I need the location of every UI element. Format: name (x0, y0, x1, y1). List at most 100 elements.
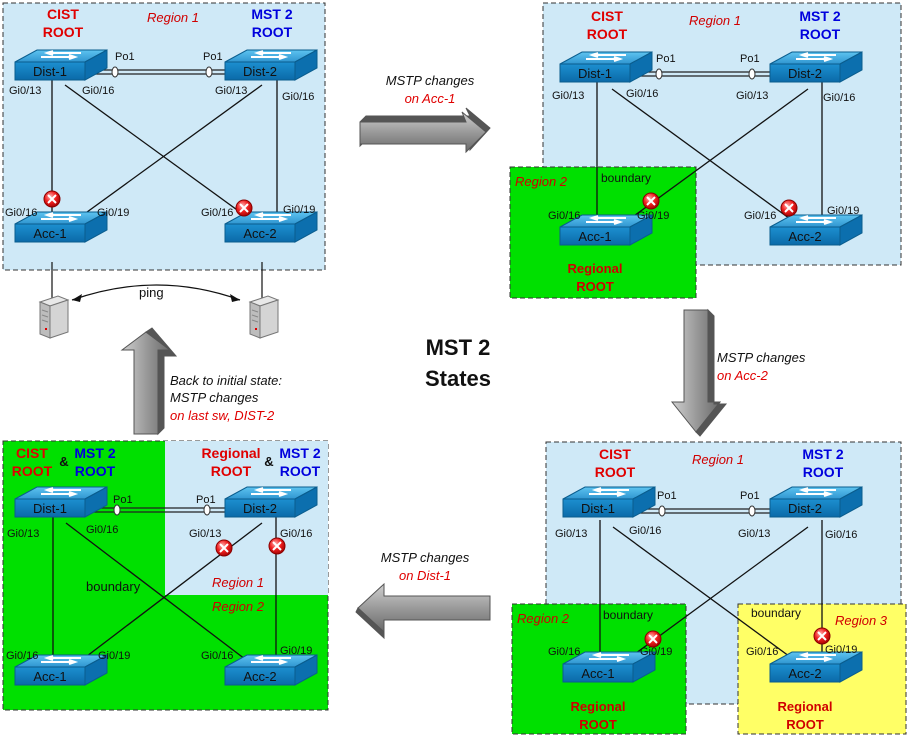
arrow-label: MSTP changes (717, 350, 806, 365)
port-label: Gi0/13 (7, 528, 39, 540)
switch-label: Acc-2 (243, 669, 276, 684)
region1-box-bl (165, 441, 328, 595)
switch-label: Dist-1 (578, 66, 612, 81)
port-label: Gi0/16 (629, 525, 661, 537)
switch-label: Acc-1 (578, 229, 611, 244)
switch-dist1: Dist-1 (559, 51, 653, 83)
port-label: Gi0/16 (744, 210, 776, 222)
switch-dist1: Dist-1 (562, 486, 656, 518)
switch-label: Acc-2 (788, 229, 821, 244)
switch-label: Dist-1 (581, 501, 615, 516)
port-label: Gi0/16 (626, 88, 658, 100)
switch-acc1: Acc-1 (559, 214, 653, 246)
arrow-label: on last sw, DIST-2 (170, 408, 275, 423)
port-label: Gi0/13 (9, 85, 41, 97)
blocked-port-icon (642, 192, 660, 210)
center-title: States (425, 366, 491, 391)
switch-label: Acc-1 (581, 666, 614, 681)
port-label: Po1 (203, 51, 223, 63)
regional-root-label: Regional (571, 699, 626, 714)
regional-root-label: Regional (201, 445, 260, 461)
port-label: Gi0/16 (280, 528, 312, 540)
port-label: Po1 (115, 51, 135, 63)
blocked-port-icon (43, 190, 61, 208)
blocked-port-icon (644, 630, 662, 648)
port-label: Gi0/13 (555, 528, 587, 540)
regional-root-label: ROOT (576, 279, 614, 294)
switch-acc1: Acc-1 (14, 654, 108, 686)
regional-root-label: ROOT (786, 717, 824, 732)
ping-arrow (71, 284, 241, 301)
switch-dist2: Dist-2 (769, 51, 863, 83)
port-label: Gi0/16 (548, 210, 580, 222)
arrow-label: on Acc-2 (717, 368, 769, 383)
server-icon (38, 295, 70, 339)
server-icon (248, 295, 280, 339)
port-label: Gi0/16 (823, 92, 855, 104)
region-label: Region 3 (835, 613, 888, 628)
blocked-port-icon (268, 537, 286, 555)
regional-root-label: Regional (568, 261, 623, 276)
root-label: ROOT (280, 463, 321, 479)
blocked-port-icon (235, 199, 253, 217)
switch-label: Acc-1 (33, 226, 66, 241)
port-label: Po1 (656, 53, 676, 65)
big-arrows (120, 107, 728, 640)
port-label: Po1 (657, 490, 677, 502)
root-label: ROOT (252, 24, 293, 40)
blocked-port-icon (780, 199, 798, 217)
amp-label: & (59, 454, 68, 469)
switch-label: Dist-2 (243, 64, 277, 79)
switch-acc2: Acc-2 (769, 214, 863, 246)
region-label: Region 2 (517, 611, 570, 626)
arrow-label: MSTP changes (170, 390, 259, 405)
boundary-label: boundary (603, 608, 653, 622)
switch-acc2: Acc-2 (769, 651, 863, 683)
port-label: Gi0/16 (825, 529, 857, 541)
switch-acc1: Acc-1 (562, 651, 656, 683)
switch-acc2: Acc-2 (224, 211, 318, 243)
switch-label: Acc-1 (33, 669, 66, 684)
root-label: ROOT (75, 463, 116, 479)
switch-acc2: Acc-2 (224, 654, 318, 686)
root-label: ROOT (800, 26, 841, 42)
port-label: Gi0/19 (97, 207, 129, 219)
switch-dist2: Dist-2 (769, 486, 863, 518)
switch-label: Dist-1 (33, 501, 67, 516)
arrow-label: on Dist-1 (399, 568, 451, 583)
port-label: Gi0/13 (552, 90, 584, 102)
port-label: Gi0/16 (201, 650, 233, 662)
root-label: ROOT (12, 463, 53, 479)
portchannel-ovals (111, 66, 756, 517)
port-label: Gi0/13 (189, 528, 221, 540)
switch-label: Acc-2 (788, 666, 821, 681)
boundary-label: boundary (751, 606, 801, 620)
port-label: Gi0/16 (5, 207, 37, 219)
port-label: Gi0/16 (6, 650, 38, 662)
regional-root-label: ROOT (579, 717, 617, 732)
region-label: Region 1 (212, 575, 264, 590)
port-label: Gi0/16 (201, 207, 233, 219)
mst2-label: MST 2 (251, 6, 292, 22)
switch-acc1: Acc-1 (14, 211, 108, 243)
switch-label: Dist-2 (243, 501, 277, 516)
boundary-label: boundary (86, 579, 141, 594)
port-label: Po1 (196, 494, 216, 506)
arrow-label: on Acc-1 (405, 91, 456, 106)
mst2-label: MST 2 (802, 446, 843, 462)
port-label: Gi0/16 (282, 91, 314, 103)
switch-dist1: Dist-1 (14, 49, 108, 81)
port-label: Gi0/13 (215, 85, 247, 97)
switch-dist2: Dist-2 (224, 486, 318, 518)
port-label: Gi0/19 (825, 644, 857, 656)
port-label: Gi0/19 (827, 205, 859, 217)
switch-dist2: Dist-2 (224, 49, 318, 81)
port-label: Gi0/16 (548, 646, 580, 658)
blocked-port-icon (215, 539, 233, 557)
region-label: Region 1 (692, 452, 744, 467)
port-label: Gi0/19 (640, 646, 672, 658)
port-label: Po1 (740, 53, 760, 65)
mst2-label: MST 2 (799, 8, 840, 24)
port-label: Po1 (113, 494, 133, 506)
port-label: Gi0/16 (746, 646, 778, 658)
